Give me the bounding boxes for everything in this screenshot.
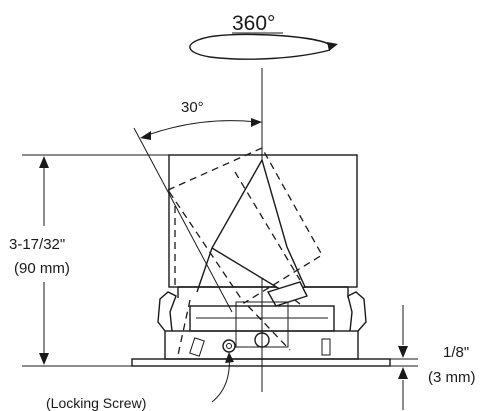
tilt-label: 30° — [181, 99, 204, 116]
lip-dimension: 1/8" (3 mm) — [360, 305, 476, 410]
tilt-arrow-right — [251, 118, 262, 127]
left-bracket-slot — [189, 337, 205, 357]
locking-screw-arrow — [225, 352, 234, 363]
dashed-inner-line — [234, 171, 301, 281]
rotation-ellipse — [189, 33, 333, 60]
rotation-indicator: 360° — [189, 12, 338, 60]
rotation-label: 360° — [232, 12, 275, 35]
lamp-dashed-outline — [167, 147, 323, 304]
dashed-lower-left — [177, 299, 191, 356]
tilt-arc — [144, 120, 258, 137]
lamp-body — [211, 158, 307, 292]
right-spring-clip — [347, 291, 367, 332]
height-mm-label: (90 mm) — [14, 260, 70, 277]
lip-mm-label: (3 mm) — [428, 369, 476, 386]
left-spring-clip — [157, 291, 177, 332]
tilted-lamp-dashed — [167, 147, 323, 356]
height-arrow-up — [39, 156, 49, 168]
locking-screw-head — [226, 343, 232, 349]
rotation-arrowhead — [327, 42, 338, 51]
tilt-arrow-left — [140, 131, 151, 140]
height-dimension: 3-17/32" (90 mm) — [9, 154, 262, 367]
locking-screw-label: (Locking Screw) — [46, 395, 146, 411]
tilted-lamp-solid — [196, 158, 308, 307]
center-screw — [254, 332, 270, 348]
lip-arrow-down — [398, 346, 408, 358]
lip-inches-label: 1/8" — [443, 344, 469, 361]
height-inches-label: 3-17/32" — [9, 236, 65, 253]
locking-screw — [222, 339, 236, 353]
lamp-socket — [266, 281, 308, 307]
locking-screw-callout: (Locking Screw) — [46, 352, 234, 411]
height-arrow-down — [39, 353, 49, 365]
lamp-edge-left — [196, 247, 213, 293]
trim-flange — [131, 358, 391, 367]
tilt-axis-line — [133, 127, 233, 313]
trim-assembly — [131, 291, 391, 367]
lip-arrow-up — [398, 367, 408, 379]
tilt-angle-indicator: 30° — [133, 99, 262, 313]
dashed-lower-right — [247, 305, 291, 351]
right-bracket-slot — [321, 338, 331, 356]
trim-collar — [189, 305, 335, 332]
